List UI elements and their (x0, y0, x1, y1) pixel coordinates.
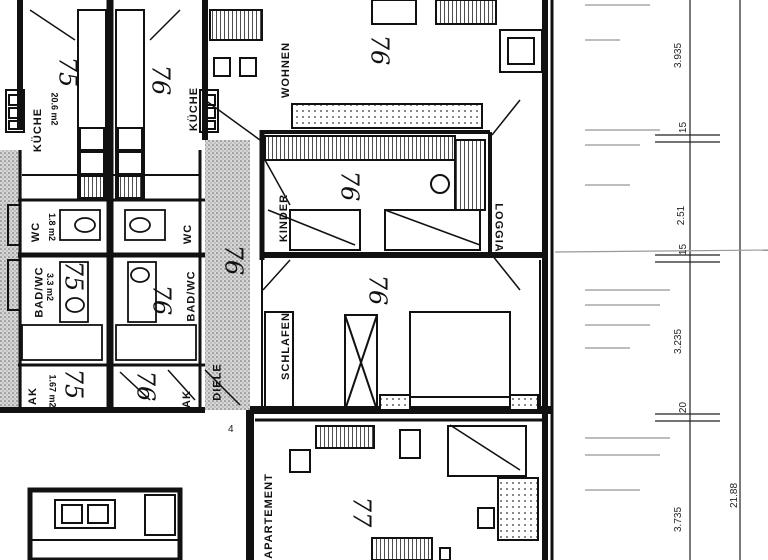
room-label-ak-left: AK (26, 387, 39, 405)
dimension-251: 2.51 (676, 205, 688, 226)
handwritten-kueche-left: 75 (53, 56, 82, 88)
dimension-3235: 3.235 (673, 328, 685, 355)
handwritten-kinder: 76 (335, 170, 364, 202)
schlafen-furniture (264, 311, 539, 411)
wohnen-furniture (209, 0, 543, 129)
room-label-kinder: KINDER (278, 193, 291, 243)
room-label-kueche-left: KÜCHE (32, 107, 45, 153)
handwritten-schlafen: 76 (363, 274, 392, 306)
room-label-loggia: LOGGIA (492, 203, 505, 253)
room-label-diele: DIELE (211, 363, 224, 401)
dimension-lines (554, 0, 768, 560)
apartement-furniture (289, 425, 539, 560)
handwritten-bad-wc-right: 76 (147, 284, 176, 316)
room-label-bad-wc-right: BAD/WC (185, 270, 198, 322)
diele-stipple (205, 140, 250, 410)
left-stipple (0, 150, 22, 410)
room-label-apartement: APARTEMENT (262, 473, 275, 559)
bath-fixtures (21, 209, 197, 366)
left-windows (5, 89, 219, 311)
dimension-15-mid: 15 (678, 243, 690, 256)
handwritten-bad-wc-left: 75 (59, 260, 88, 292)
dimension-3935: 3.935 (673, 42, 685, 69)
room-label-kueche-right: KÜCHE (188, 86, 201, 132)
dimension-20: 20 (678, 401, 690, 414)
handwritten-kueche-right: 76 (146, 64, 175, 96)
handwritten-diele: 76 (219, 244, 248, 276)
area-kueche-left: 20.6 m2 (49, 92, 60, 126)
dimension-4: 4 (228, 424, 234, 435)
handwritten-wohnen: 76 (365, 34, 394, 66)
handwritten-ak-left: 75 (59, 368, 88, 400)
dimension-3735: 3.735 (673, 506, 685, 533)
area-ak-left: 1.67 m2 (47, 374, 58, 408)
area-bad-wc-left: 3.3 m2 (45, 272, 56, 302)
area-wc-left: 1.8 m2 (47, 212, 58, 242)
handwritten-apartement: 77 (347, 496, 376, 528)
room-label-bad-wc-left: BAD/WC (33, 266, 46, 318)
room-label-wc-right: WC (182, 223, 195, 245)
dimension-15-top: 15 (678, 121, 690, 134)
kitchen-counters (22, 9, 200, 201)
room-label-wohnen: WOHNEN (280, 41, 293, 99)
walls (0, 0, 554, 560)
kinder-furniture (264, 135, 486, 251)
door-swings (29, 9, 521, 471)
faint-print (585, 4, 670, 491)
room-label-schlafen: SCHLAFEN (279, 312, 292, 380)
room-label-ak-right: AK (180, 390, 193, 408)
dimension-2188: 21.88 (729, 482, 741, 509)
lower-left-unit (27, 487, 183, 560)
handwritten-ak-right: 76 (131, 370, 160, 402)
room-label-wc-left: WC (30, 221, 43, 243)
